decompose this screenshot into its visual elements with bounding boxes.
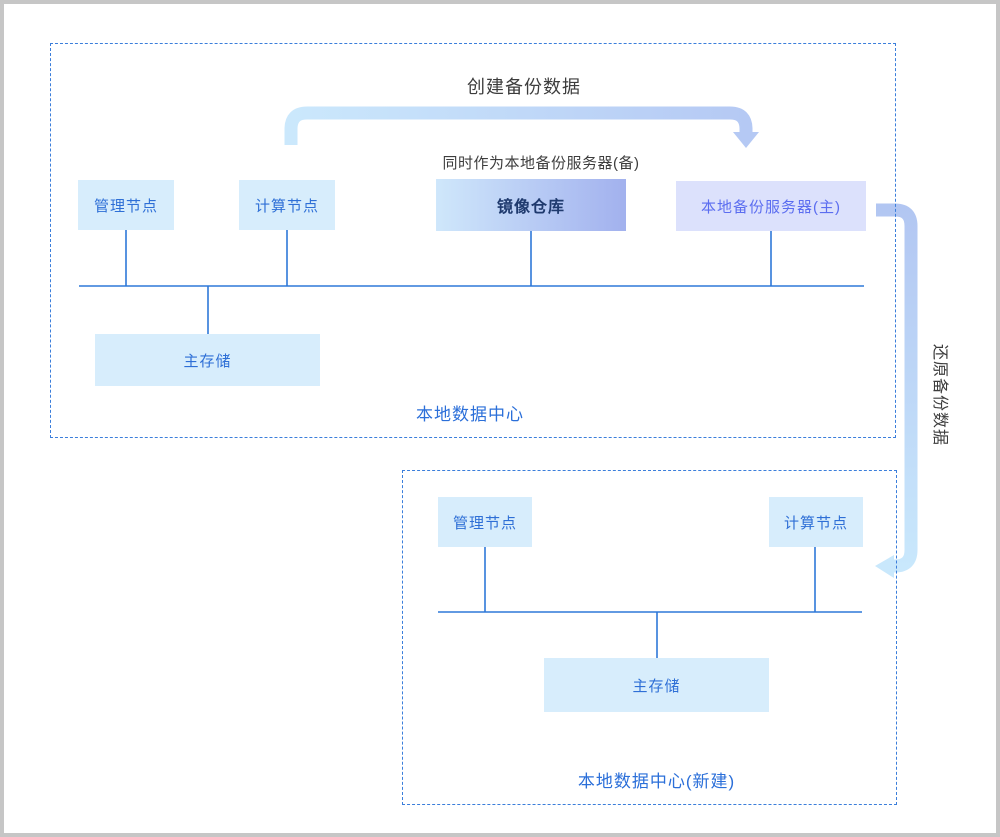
bottom-management-node: 管理节点 <box>438 497 532 547</box>
bottom-primary-storage-node: 主存储 <box>544 658 769 712</box>
bottom-datacenter-container <box>402 470 897 805</box>
top-management-node: 管理节点 <box>78 180 174 230</box>
top-primary-storage-node: 主存储 <box>95 334 320 386</box>
top-datacenter-label: 本地数据中心 <box>416 405 524 424</box>
top-compute-node: 计算节点 <box>239 180 335 230</box>
mirror-repo-caption: 同时作为本地备份服务器(备) <box>442 155 640 172</box>
bottom-datacenter-label: 本地数据中心(新建) <box>577 772 736 791</box>
top-datacenter-container <box>50 43 896 438</box>
create-backup-title: 创建备份数据 <box>467 77 581 97</box>
local-backup-server-primary-node: 本地备份服务器(主) <box>676 181 866 231</box>
mirror-repository-node: 镜像仓库 <box>436 179 626 231</box>
restore-backup-label: 还原备份数据 <box>931 343 948 446</box>
bottom-compute-node: 计算节点 <box>769 497 863 547</box>
